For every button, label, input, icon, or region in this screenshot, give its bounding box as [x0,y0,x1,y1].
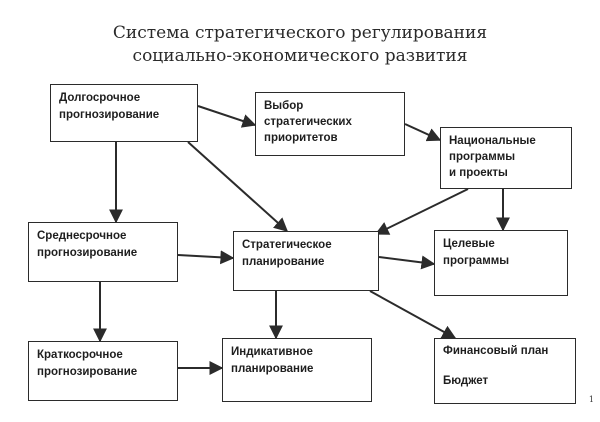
node-medium-term-forecasting: Среднесрочное прогнозирование [28,222,178,282]
node-strategic-priorities: Выбор стратегических приоритетов [255,92,405,156]
node-line: стратегических [264,116,352,128]
node-line: планирование [242,256,325,268]
node-line: Бюджет [443,375,489,387]
node-strategic-planning: Стратегическое планирование [233,231,379,291]
node-line: прогнозирование [37,247,138,259]
node-line: программы [449,151,516,163]
node-line: Краткосрочное [37,349,123,361]
node-long-term-forecasting: Долгосрочное прогнозирование [50,84,198,142]
arrow-long-term-to-strategic [187,141,289,232]
node-line: Индикативное [231,346,313,358]
node-line: Финансовый план [443,345,549,357]
diagram-title-line-2: социально-экономического развития [132,46,468,66]
node-line: прогнозирование [37,366,138,378]
node-line: прогнозирование [59,109,160,121]
node-line: приоритетов [264,132,338,144]
arrow-priorities-to-national [404,123,442,142]
node-line: планирование [231,363,314,375]
node-financial-plan-budget: Финансовый план Бюджет [434,338,576,404]
arrow-strategic-to-target [378,255,436,270]
page-number: 1 [588,395,594,404]
node-line: Целевые [443,238,495,250]
arrow-national-to-strategic [374,188,469,235]
node-line: Стратегическое [242,239,332,251]
arrow-strategic-to-finance [369,290,457,339]
node-line: Среднесрочное [37,230,127,242]
node-line: Национальные [449,135,536,147]
node-indicative-planning: Индикативное планирование [222,338,372,402]
diagram-title-line-1: Система стратегического регулирования [112,23,488,43]
node-national-programs: Национальные программы и проекты [440,127,572,189]
node-short-term-forecasting: Краткосрочное прогнозирование [28,341,178,401]
node-line: программы [443,255,510,267]
node-line: Выбор [264,100,304,112]
node-line: Долгосрочное [59,92,141,104]
arrow-medium-term-to-strategic [177,250,235,265]
node-line [443,359,567,374]
node-target-programs: Целевые программы [434,230,568,296]
node-line: и проекты [449,167,508,179]
arrow-long-term-to-priorities [197,105,257,128]
